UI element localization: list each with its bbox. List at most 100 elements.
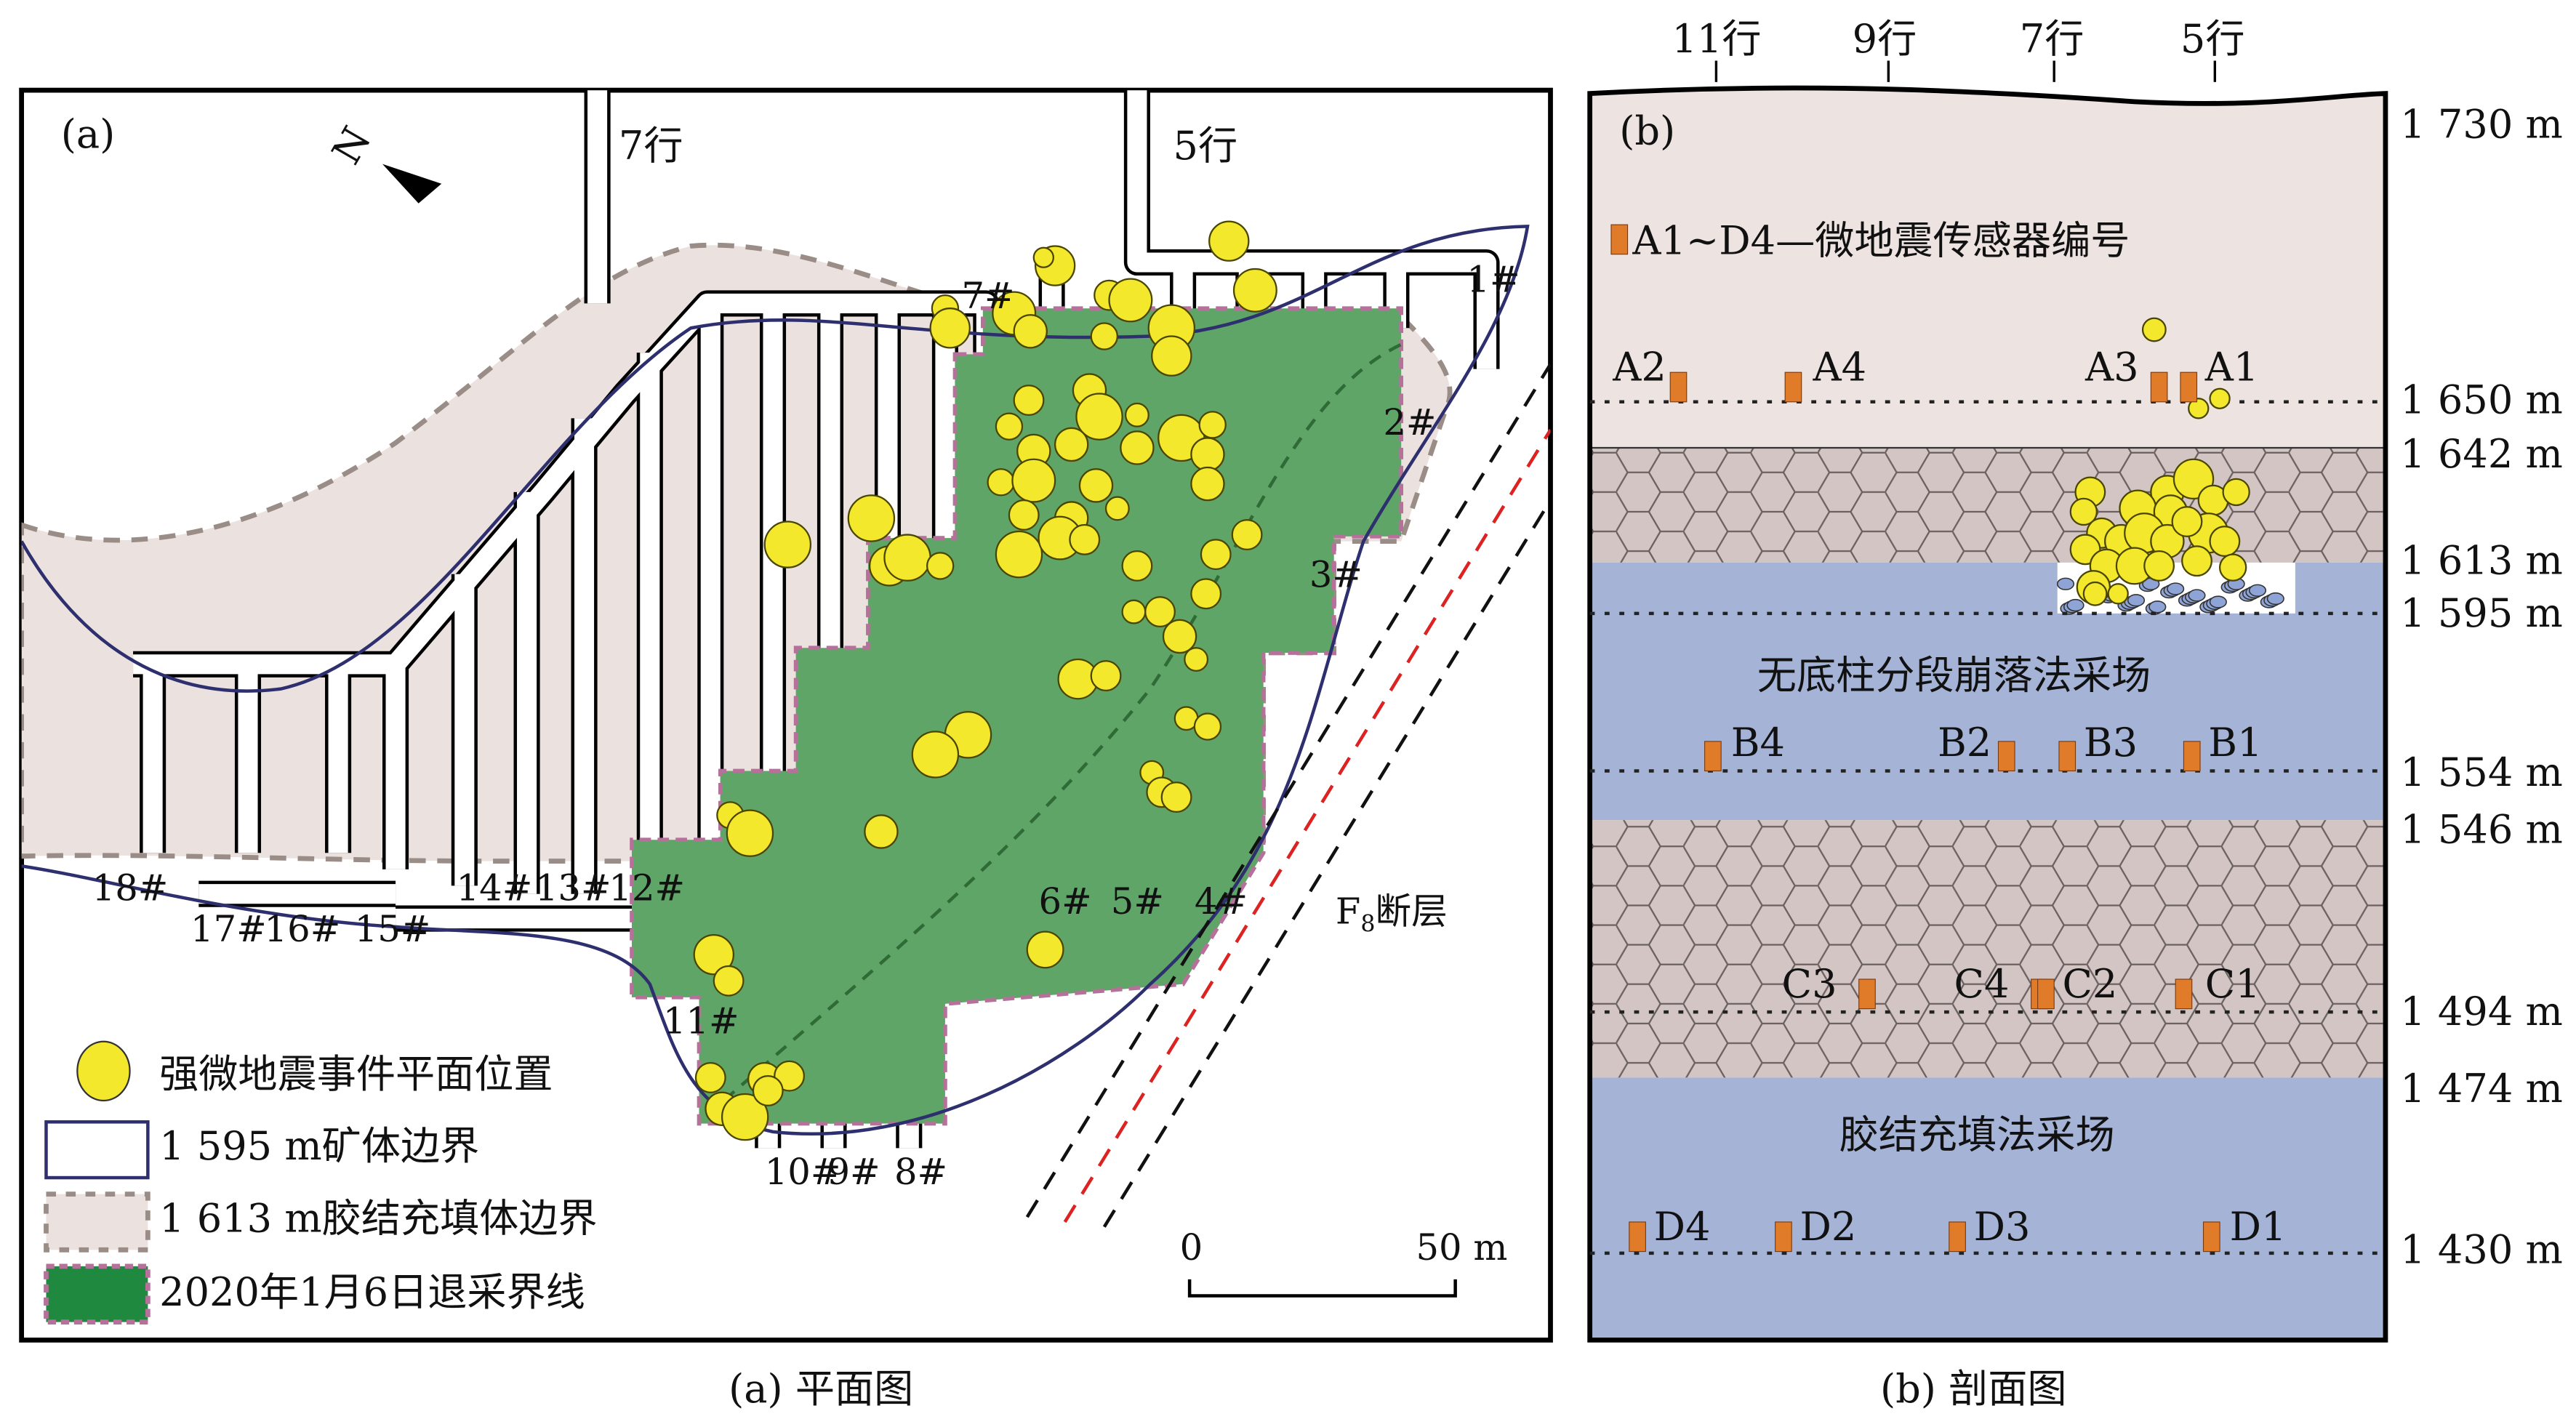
layer-backfill-2: [1589, 820, 2386, 1078]
drift-label: 17#: [190, 908, 267, 950]
legend-backfill-icon: [44, 1191, 151, 1253]
sensor-a1: [2180, 371, 2198, 403]
row-label-5: 5行: [2180, 16, 2245, 62]
event-marker: [1054, 427, 1089, 462]
event-marker: [721, 1093, 769, 1141]
event-marker: [1162, 619, 1197, 654]
sensor-b1: [2183, 741, 2201, 772]
rubble-pebble: [2066, 598, 2085, 612]
drift-label: 18#: [92, 867, 169, 909]
drift-label: 11#: [663, 1000, 739, 1042]
sensor-c1: [2175, 978, 2193, 1010]
drift-label: 14#: [457, 867, 533, 909]
sensor-c3: [1858, 978, 1876, 1010]
rubble-pebble: [2056, 577, 2075, 590]
event-marker: [1124, 402, 1149, 427]
event-marker: [2222, 478, 2250, 507]
event-marker: [713, 965, 745, 997]
sensor-d4: [1629, 1221, 1646, 1253]
event-marker: [693, 933, 734, 976]
drift-label: 4#: [1195, 880, 1248, 922]
event-marker: [1104, 496, 1130, 521]
event-marker: [1121, 599, 1147, 624]
drift-label: 13#: [535, 867, 611, 909]
event-marker: [1090, 322, 1118, 350]
event-marker: [2069, 497, 2098, 526]
layer-backfill-1: [1589, 447, 2386, 563]
elevation-label: 1 546 m: [2400, 807, 2563, 853]
layer-fill-stope: [1589, 1077, 2386, 1340]
event-marker: [1184, 647, 1209, 672]
row-label-7: 7行: [2020, 16, 2085, 62]
event-marker: [1069, 523, 1101, 555]
zone-label-caving: 无底柱分段崩落法采场: [1757, 653, 2151, 699]
elevation-label: 1 595 m: [2400, 590, 2563, 636]
event-marker: [1190, 578, 1222, 610]
sensor-c2: [2037, 978, 2055, 1010]
sensor-d1: [2202, 1221, 2220, 1253]
sensor-label: B3: [2084, 720, 2138, 765]
event-marker: [1013, 385, 1045, 416]
legend-sensor-label: A1~D4—微地震传感器编号: [1632, 218, 2130, 264]
elevation-label: 1 474 m: [2400, 1066, 2563, 1112]
microseismic-events-section: [2069, 317, 2250, 606]
legend-retreat-icon: [44, 1263, 151, 1325]
legend-ore-icon: [44, 1120, 150, 1180]
event-marker: [1026, 930, 1064, 969]
rubble-pebble: [2167, 582, 2185, 595]
elevation-label: 1 494 m: [2400, 989, 2563, 1034]
elevation-label: 1 650 m: [2400, 377, 2563, 423]
sensor-b3: [2058, 741, 2077, 772]
layer-top: [1589, 88, 2386, 448]
rubble-pebble: [2127, 594, 2146, 607]
event-marker: [774, 1060, 806, 1092]
event-marker: [2107, 583, 2129, 605]
event-marker: [1078, 468, 1114, 503]
row-label-5: 5行: [1173, 123, 1238, 169]
event-marker: [847, 494, 896, 542]
row-label-7: 7行: [619, 123, 683, 169]
event-marker: [926, 552, 955, 580]
sensor-label: C4: [1954, 961, 2010, 1007]
event-marker: [2209, 526, 2241, 558]
scale-bar: 0 50 m: [1180, 1226, 1507, 1298]
rubble-pebble: [2248, 584, 2267, 597]
event-marker: [929, 307, 971, 349]
sensor-b2: [1997, 741, 2015, 772]
sensor-b4: [1704, 741, 1722, 772]
fault-f8-lines: [1025, 363, 1551, 1228]
drift-label: 12#: [609, 867, 685, 909]
sensor-label: C3: [1782, 961, 1837, 1007]
sensor-label: B4: [1731, 720, 1785, 765]
legend-sensor-icon: [1610, 224, 1629, 255]
panel-a-caption: (a) 平面图: [729, 1366, 913, 1412]
event-marker: [1075, 393, 1123, 441]
legend-event-label: 强微地震事件平面位置: [159, 1051, 553, 1097]
sensor-label: B2: [1938, 720, 1991, 765]
event-marker: [694, 1061, 726, 1093]
svg-text:50 m: 50 m: [1416, 1226, 1507, 1269]
event-marker: [2082, 581, 2108, 606]
drift-label: 15#: [355, 908, 431, 950]
legend-backfill-label: 1 613 m胶结充填体边界: [159, 1195, 598, 1241]
elevation-labels: 1 730 m1 650 m1 642 m1 613 m1 595 m1 554…: [2400, 102, 2563, 1273]
sensor-a2: [1669, 371, 1688, 403]
panel-b-frame: [1587, 85, 2388, 1343]
sensor-label: D3: [1974, 1204, 2031, 1250]
microseismic-events-plan: [693, 220, 1277, 1141]
event-marker: [2218, 553, 2247, 582]
sensor-label: A3: [2085, 344, 2139, 390]
elevation-label: 1 430 m: [2400, 1226, 2563, 1272]
event-marker: [1160, 781, 1192, 813]
drift-label: 7#: [961, 275, 1014, 317]
panel-a-plan-view: (a) N 7行 5行 1#2#3#4#5#6#7#8#9#10#11#12#1…: [19, 87, 1553, 1412]
event-marker: [1090, 660, 1122, 692]
event-marker: [2181, 545, 2212, 577]
row-label-11: 11行: [1672, 16, 1761, 62]
event-marker: [1190, 437, 1225, 472]
sensor-d3: [1949, 1221, 1966, 1253]
event-marker: [911, 731, 960, 779]
event-marker: [864, 814, 899, 849]
event-marker: [2209, 387, 2231, 409]
event-marker: [1198, 411, 1227, 439]
